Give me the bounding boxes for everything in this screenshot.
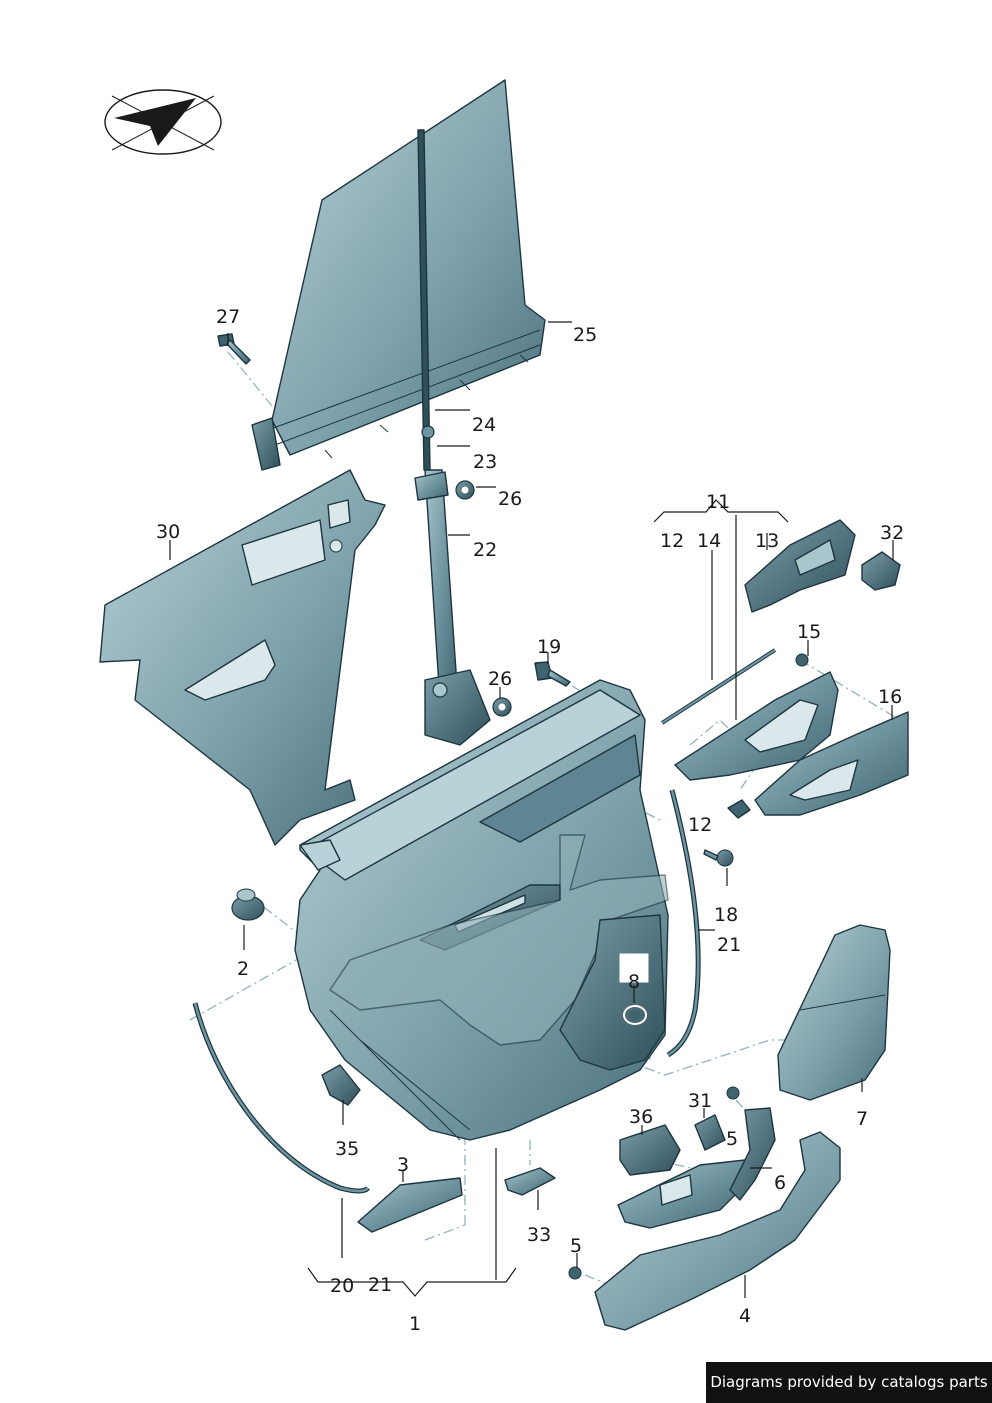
label-2: 2 — [237, 958, 249, 980]
screw-part-18 — [703, 849, 734, 867]
rod-part-14 — [660, 648, 777, 725]
label-16: 16 — [878, 686, 902, 708]
label-25: 25 — [573, 324, 597, 346]
label-6: 6 — [774, 1172, 786, 1194]
handle-carrier-part-11 — [674, 671, 839, 781]
label-23: 23 — [473, 451, 497, 473]
armrest-frame-part-6 — [617, 1107, 776, 1229]
screw-part-5-lower — [568, 1266, 582, 1280]
label-31: 31 — [688, 1090, 712, 1112]
label-5-upper: 5 — [726, 1128, 738, 1150]
speaker-cover-part-7 — [777, 924, 891, 1101]
fastener-part-2 — [231, 888, 265, 921]
seal-strip-part-20 — [192, 1002, 370, 1194]
door-trim-panel-part-1 — [294, 679, 669, 1141]
label-36: 36 — [629, 1106, 653, 1128]
label-14: 14 — [697, 530, 721, 552]
label-12-lower: 12 — [688, 814, 712, 836]
orientation-badge — [104, 89, 222, 155]
label-21-lower: 21 — [368, 1274, 392, 1296]
armrest-pad-part-4 — [594, 1131, 841, 1331]
screw-part-5-upper — [726, 1086, 740, 1100]
label-15: 15 — [797, 621, 821, 643]
clip-part-12 — [727, 799, 751, 819]
label-4: 4 — [739, 1305, 751, 1327]
seal-strip-part-18 — [666, 789, 701, 1058]
label-20: 20 — [330, 1275, 354, 1297]
label-1: 1 — [409, 1313, 421, 1335]
label-24: 24 — [472, 414, 496, 436]
nut-part-26-upper — [455, 480, 475, 500]
screw-part-15 — [795, 653, 809, 667]
lamp-part-35 — [321, 1064, 361, 1106]
label-19: 19 — [537, 636, 561, 658]
window-glass-part-25 — [251, 79, 546, 471]
label-32: 32 — [880, 522, 904, 544]
label-21-right: 21 — [717, 934, 741, 956]
trim-cover-part-16 — [754, 711, 909, 816]
nut-part-26-lower — [492, 697, 512, 717]
label-8: 8 — [628, 971, 640, 993]
light-part-33 — [504, 1167, 556, 1196]
window-guide-rail-part-24 — [414, 129, 491, 746]
door-handle-part-13 — [744, 519, 856, 613]
part-labels: 27 25 24 23 26 22 30 11 12 14 13 32 19 1… — [156, 306, 904, 1335]
label-35: 35 — [335, 1138, 359, 1160]
sound-insulation-part-30 — [99, 469, 386, 846]
label-18: 18 — [714, 904, 738, 926]
label-12-upper: 12 — [660, 530, 684, 552]
switch-block-part-36 — [619, 1124, 681, 1176]
label-3: 3 — [397, 1154, 409, 1176]
switch-part-32 — [861, 551, 901, 591]
label-5-lower: 5 — [570, 1235, 582, 1257]
switch-part-31 — [694, 1114, 726, 1151]
label-22: 22 — [473, 539, 497, 561]
label-33: 33 — [527, 1224, 551, 1246]
trim-piece-part-3 — [357, 1177, 463, 1233]
bolt-part-19 — [534, 661, 571, 687]
label-13: 13 — [755, 530, 779, 552]
leader-lines — [169, 321, 894, 1298]
label-26-upper: 26 — [498, 488, 522, 510]
credit-banner: Diagrams provided by catalogs parts — [706, 1362, 992, 1403]
label-11: 11 — [706, 491, 730, 513]
label-26-lower: 26 — [488, 668, 512, 690]
clip-part-8 — [619, 953, 649, 1025]
label-30: 30 — [156, 521, 180, 543]
label-27: 27 — [216, 306, 240, 328]
label-7: 7 — [856, 1108, 868, 1130]
